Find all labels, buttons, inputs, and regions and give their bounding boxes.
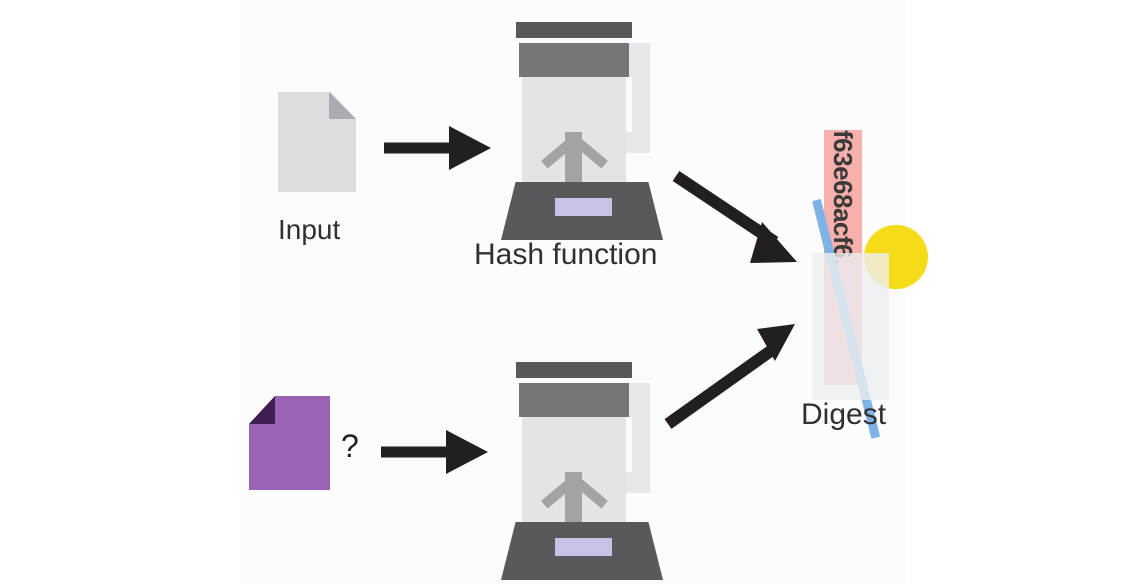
blender-control-panel: [555, 198, 612, 216]
digest-graphic: f63e68acf6...: [780, 120, 930, 439]
blender-lid: [516, 22, 632, 38]
document-fold-corner-icon: [249, 396, 275, 424]
hash-function-label: Hash function: [474, 238, 658, 271]
blender-blade-stem: [565, 472, 582, 525]
blender-collar: [519, 383, 629, 417]
blender-blade-stem: [565, 132, 582, 185]
unknown-document-icon: [249, 396, 330, 490]
input-document-icon: [278, 92, 356, 192]
input-label: Input: [278, 214, 341, 245]
document-body: [249, 396, 330, 490]
blender-lid: [516, 362, 632, 378]
document-body: [278, 92, 356, 192]
hash-function-blender-bottom: [497, 362, 667, 580]
digest-label: Digest: [801, 398, 887, 431]
hash-function-blender-top: [497, 22, 667, 240]
blender-collar: [519, 43, 629, 77]
blender-control-panel: [555, 538, 612, 556]
glass-icon: [812, 253, 889, 400]
question-mark-label: ?: [341, 428, 359, 464]
